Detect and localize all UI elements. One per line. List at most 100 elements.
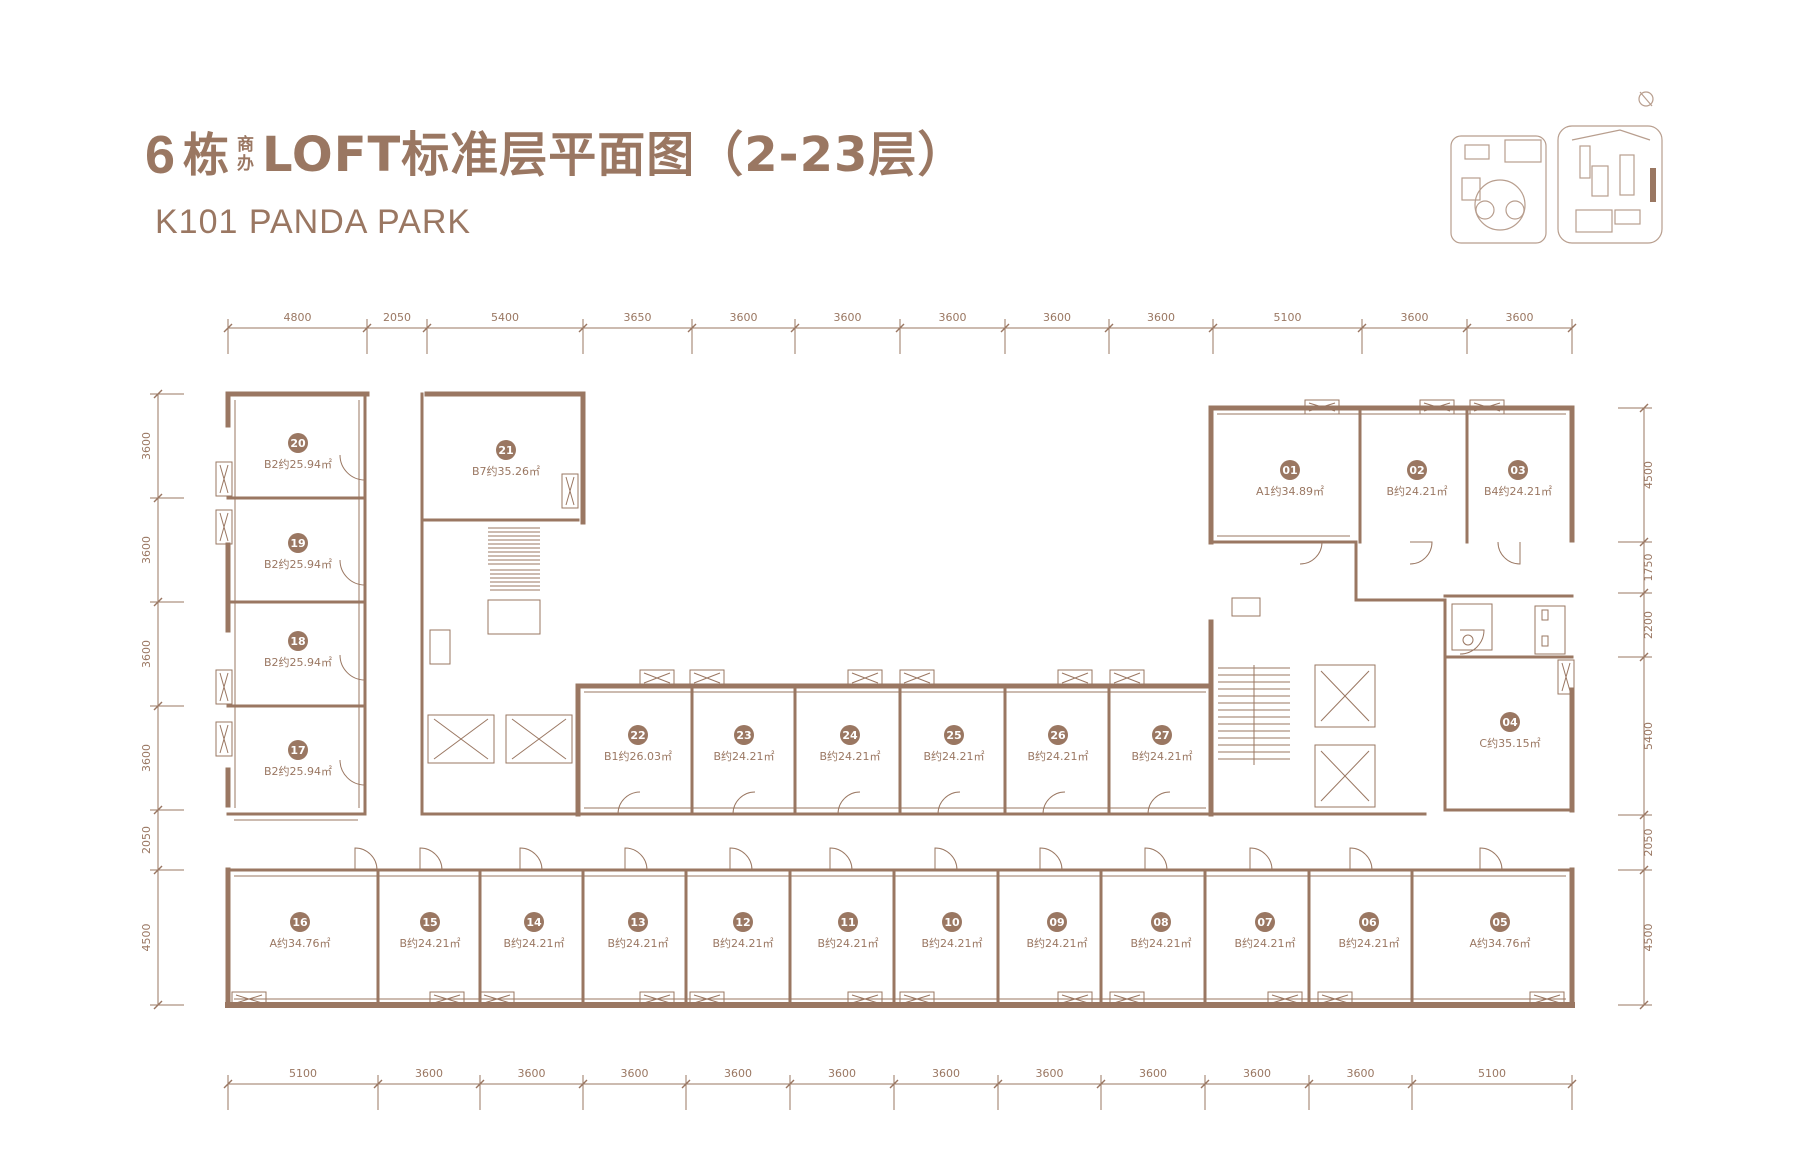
window-box bbox=[899, 669, 935, 687]
bottom-dim-label: 3600 bbox=[518, 1067, 546, 1080]
left-dim-label: 3600 bbox=[140, 536, 153, 564]
bottom-dim-label: 3600 bbox=[415, 1067, 443, 1080]
unit-type-area: A1约34.89㎡ bbox=[1256, 485, 1324, 498]
bottom-dim-slash bbox=[223, 1079, 233, 1089]
unit-number: 18 bbox=[290, 635, 305, 648]
key-plan bbox=[1450, 91, 1663, 244]
right-dim-label: 2050 bbox=[1642, 829, 1655, 857]
unit-number: 13 bbox=[630, 916, 645, 929]
left-dim-slash bbox=[153, 865, 163, 875]
unit-number-badge bbox=[1508, 460, 1528, 480]
top-dim-slash bbox=[1462, 323, 1472, 333]
door-swing bbox=[729, 847, 753, 871]
door-swing bbox=[1479, 847, 1503, 871]
window-cross bbox=[483, 994, 511, 1004]
title-usage-top: 商 bbox=[237, 135, 255, 155]
unit-type-area: B约24.21㎡ bbox=[399, 937, 460, 950]
door-swing bbox=[519, 847, 543, 871]
unit-number-badge bbox=[1500, 712, 1520, 732]
bottom-dim-slash bbox=[1407, 1079, 1417, 1089]
left-dim-slash bbox=[153, 493, 163, 503]
unit-type-area: B2约25.94㎡ bbox=[264, 765, 332, 778]
unit-number-badge bbox=[1047, 912, 1067, 932]
restroom-box bbox=[1534, 605, 1566, 655]
unit-number: 05 bbox=[1492, 916, 1507, 929]
unit-type-area: B约24.21㎡ bbox=[1130, 937, 1191, 950]
top-dim-label: 3600 bbox=[1506, 311, 1534, 324]
elevator-cross bbox=[1320, 750, 1370, 802]
unit-number-badge bbox=[733, 912, 753, 932]
window-box bbox=[1557, 659, 1575, 695]
window-cross bbox=[235, 994, 263, 1004]
unit-type-area: B2约25.94㎡ bbox=[264, 558, 332, 571]
window-cross bbox=[643, 994, 671, 1004]
unit-number-badge bbox=[288, 631, 308, 651]
window-box bbox=[215, 669, 233, 705]
unit-number: 19 bbox=[290, 537, 305, 550]
bottom-dim-label: 3600 bbox=[1139, 1067, 1167, 1080]
door-swing bbox=[419, 847, 443, 871]
window-box bbox=[899, 991, 935, 1007]
toilet-fixture bbox=[1541, 609, 1549, 621]
top-dim-slash bbox=[790, 323, 800, 333]
right-dim-label: 4500 bbox=[1642, 461, 1655, 489]
unit-type-area: C约35.15㎡ bbox=[1479, 737, 1540, 750]
window-cross bbox=[1473, 402, 1501, 412]
unit-number-badge bbox=[1151, 912, 1171, 932]
unit-number-badge bbox=[840, 725, 860, 745]
unit-number: 16 bbox=[292, 916, 308, 929]
unit-number-badge bbox=[290, 912, 310, 932]
door-swing bbox=[1497, 541, 1521, 565]
window-cross bbox=[1308, 402, 1336, 412]
window-box bbox=[689, 991, 725, 1007]
window-cross bbox=[433, 994, 461, 1004]
unit-number: 24 bbox=[842, 729, 858, 742]
unit-number-badge bbox=[524, 912, 544, 932]
unit-number-badge bbox=[838, 912, 858, 932]
window-cross bbox=[1113, 994, 1141, 1004]
window-cross bbox=[219, 512, 229, 542]
window-box bbox=[639, 991, 675, 1007]
top-dim-slash bbox=[422, 323, 432, 333]
top-dim-label: 3600 bbox=[939, 311, 967, 324]
unit-type-area: B约24.21㎡ bbox=[712, 937, 773, 950]
top-dim-label: 3600 bbox=[1043, 311, 1071, 324]
bottom-dim-slash bbox=[578, 1079, 588, 1089]
unit-number: 27 bbox=[1154, 729, 1169, 742]
page-title: 6 栋 商 办 LOFT标准层平面图（2-23层） bbox=[145, 128, 966, 182]
unit-number-badge bbox=[628, 912, 648, 932]
bottom-dim-slash bbox=[785, 1079, 795, 1089]
door-swing bbox=[837, 791, 861, 815]
unit-number: 21 bbox=[498, 444, 513, 457]
bottom-dim-label: 5100 bbox=[1478, 1067, 1506, 1080]
right-dim-label: 5400 bbox=[1642, 722, 1655, 750]
window-cross bbox=[693, 994, 721, 1004]
bottom-dim-label: 3600 bbox=[724, 1067, 752, 1080]
unit-number: 01 bbox=[1282, 464, 1297, 477]
bottom-dim-slash bbox=[1304, 1079, 1314, 1089]
unit-number: 22 bbox=[630, 729, 645, 742]
bottom-dim-slash bbox=[993, 1079, 1003, 1089]
top-dim-label: 3600 bbox=[730, 311, 758, 324]
bottom-dim-label: 3600 bbox=[1036, 1067, 1064, 1080]
top-dim-slash bbox=[687, 323, 697, 333]
window-cross bbox=[693, 672, 721, 684]
window-box bbox=[215, 461, 233, 497]
bottom-dim-slash bbox=[373, 1079, 383, 1089]
shaft-box bbox=[429, 629, 451, 665]
unit-type-area: A约34.76㎡ bbox=[1469, 937, 1530, 950]
top-dim-slash bbox=[578, 323, 588, 333]
unit-number-badge bbox=[944, 725, 964, 745]
